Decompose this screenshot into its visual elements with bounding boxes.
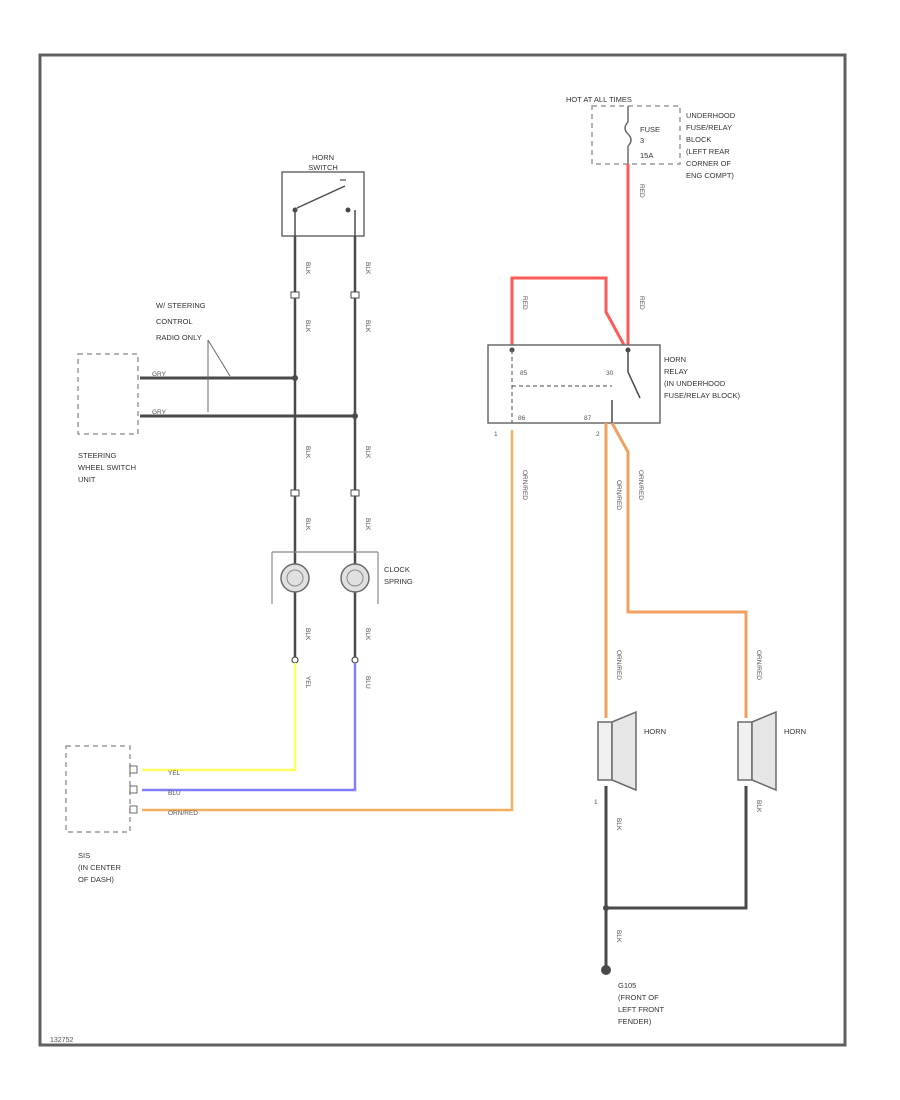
wire-label-blk-7: BLK <box>304 518 311 531</box>
relay-pin-86: 86 <box>518 415 526 422</box>
wire-label-blk-3: BLK <box>304 320 311 333</box>
steering-control-label-1: W/ STEERING <box>156 301 206 310</box>
wire-label-gry-2: GRY <box>152 409 167 416</box>
wire-label-gry-1: GRY <box>152 371 167 378</box>
wire-label-red-2: RED <box>521 296 528 310</box>
wire-label-orn-4: ORN/RED <box>755 650 762 680</box>
ground-icon <box>601 965 611 975</box>
steering-control-label-2: CONTROL <box>156 317 193 326</box>
fuse-block-label-4: (LEFT REAR <box>686 147 730 156</box>
wire-label-red-1: RED <box>638 184 645 198</box>
sis-pin-orn: ORN/RED <box>168 810 198 817</box>
orange-horn-wires: ORN/RED ORN/RED ORN/RED ORN/RED <box>604 422 762 718</box>
fuse-3: HOT AT ALL TIMES FUSE 3 15A UNDERHOOD FU… <box>566 95 736 180</box>
fuse-symbol <box>624 121 632 147</box>
ground-wires: BLK BLK BLK <box>603 786 762 970</box>
ground-label-3: LEFT FRONT <box>618 1005 665 1014</box>
ground-g105: G105 (FRONT OF LEFT FRONT FENDER) <box>601 965 665 1026</box>
horn-relay-label-3: (IN UNDERHOOD <box>664 379 726 388</box>
relay-contact <box>627 371 641 399</box>
sis-label-1: SIS <box>78 851 90 860</box>
hot-at-all-times-label: HOT AT ALL TIMES <box>566 95 632 104</box>
steering-switch-label-2: WHEEL SWITCH <box>78 463 136 472</box>
fuse-block-label-1: UNDERHOOD <box>686 111 736 120</box>
sis-label-3: OF DASH) <box>78 875 114 884</box>
horn-left-pin: 1 <box>594 799 598 806</box>
wire-label-blk-8: BLK <box>364 518 371 531</box>
sis-unit: YEL BLU ORN/RED SIS (IN CENTER OF DASH) <box>65 745 198 884</box>
horn-relay-label-1: HORN <box>664 355 686 364</box>
horn-right-label: HORN <box>784 727 806 736</box>
wire-label-orn-1: ORN/RED <box>615 480 622 510</box>
fuse-block-label-3: BLOCK <box>686 135 711 144</box>
horn-switch: HORN SWITCH <box>281 153 365 237</box>
horn-relay-label-4: FUSE/RELAY BLOCK) <box>664 391 740 400</box>
wire-label-blk-2: BLK <box>364 262 371 275</box>
horn-right: HORN <box>737 710 806 792</box>
horn-relay-label-2: RELAY <box>664 367 688 376</box>
horn-switch-wires: BLK BLK BLK BLK BLK BLK BLK BLK BLK BLK <box>290 236 371 660</box>
ground-label-4: FENDER) <box>618 1017 652 1026</box>
clock-spring-label-2: SPRING <box>384 577 413 586</box>
relay-pin-85: 85 <box>520 370 528 377</box>
wire-label-blk-4: BLK <box>364 320 371 333</box>
fuse-label: FUSE <box>640 125 660 134</box>
relay-pin-2: 2 <box>596 431 600 438</box>
wire-label-blu-v: BLU <box>364 676 371 689</box>
red-wires: RED RED RED <box>510 164 645 346</box>
relay-pin-30: 30 <box>606 370 614 377</box>
wire-label-blk-h1: BLK <box>615 818 622 831</box>
steering-control-label-3: RADIO ONLY <box>156 333 202 342</box>
clock-spring-label-1: CLOCK <box>384 565 410 574</box>
diagram-frame <box>38 53 847 1047</box>
fuse-number: 3 <box>640 136 644 145</box>
sis-pin-blu: BLU <box>168 790 181 797</box>
wire-label-blk-10: BLK <box>364 628 371 641</box>
wire-label-blk-6: BLK <box>364 446 371 459</box>
wire-label-yel-v: YEL <box>304 676 311 689</box>
steering-wheel-switch-unit: GRY GRY W/ STEERING CONTROL RADIO ONLY S… <box>77 301 358 484</box>
fuse-block-label-6: ENG COMPT) <box>686 171 734 180</box>
relay-pin-1: 1 <box>494 431 498 438</box>
sis-wires: YEL BLU ORN/RED <box>142 430 528 812</box>
sis-pin-yel: YEL <box>168 770 181 777</box>
fuse-rating: 15A <box>640 151 653 160</box>
wire-label-orn-sis: ORN/RED <box>521 470 528 500</box>
horn-switch-label-1: HORN <box>312 153 334 162</box>
horn-switch-contact <box>296 185 346 209</box>
horn-relay: 85 30 86 87 1 2 HORN RELAY (IN UNDERHOOD… <box>487 344 740 438</box>
wire-label-orn-3: ORN/RED <box>615 650 622 680</box>
wire-label-blk-5: BLK <box>304 446 311 459</box>
steering-switch-label-1: STEERING <box>78 451 117 460</box>
fuse-block-label-2: FUSE/RELAY <box>686 123 732 132</box>
ground-label-2: (FRONT OF <box>618 993 659 1002</box>
ground-label-1: G105 <box>618 981 636 990</box>
sis-label-2: (IN CENTER <box>78 863 122 872</box>
horn-left-label: HORN <box>644 727 666 736</box>
wire-label-blk-h2: BLK <box>755 800 762 813</box>
horn-left: HORN 1 <box>594 710 666 806</box>
figure-id: 132752 <box>50 1037 73 1044</box>
wire-label-red-3: RED <box>638 296 645 310</box>
fuse-block-label-5: CORNER OF <box>686 159 731 168</box>
wire-label-orn-2: ORN/RED <box>637 470 644 500</box>
wire-label-blk-g: BLK <box>615 930 622 943</box>
clock-spring: CLOCK SPRING <box>271 551 413 604</box>
relay-pin-87: 87 <box>584 415 592 422</box>
steering-switch-label-3: UNIT <box>78 475 96 484</box>
horn-switch-label-2: SWITCH <box>308 163 338 172</box>
wire-label-blk-9: BLK <box>304 628 311 641</box>
wire-label-blk-1: BLK <box>304 262 311 275</box>
